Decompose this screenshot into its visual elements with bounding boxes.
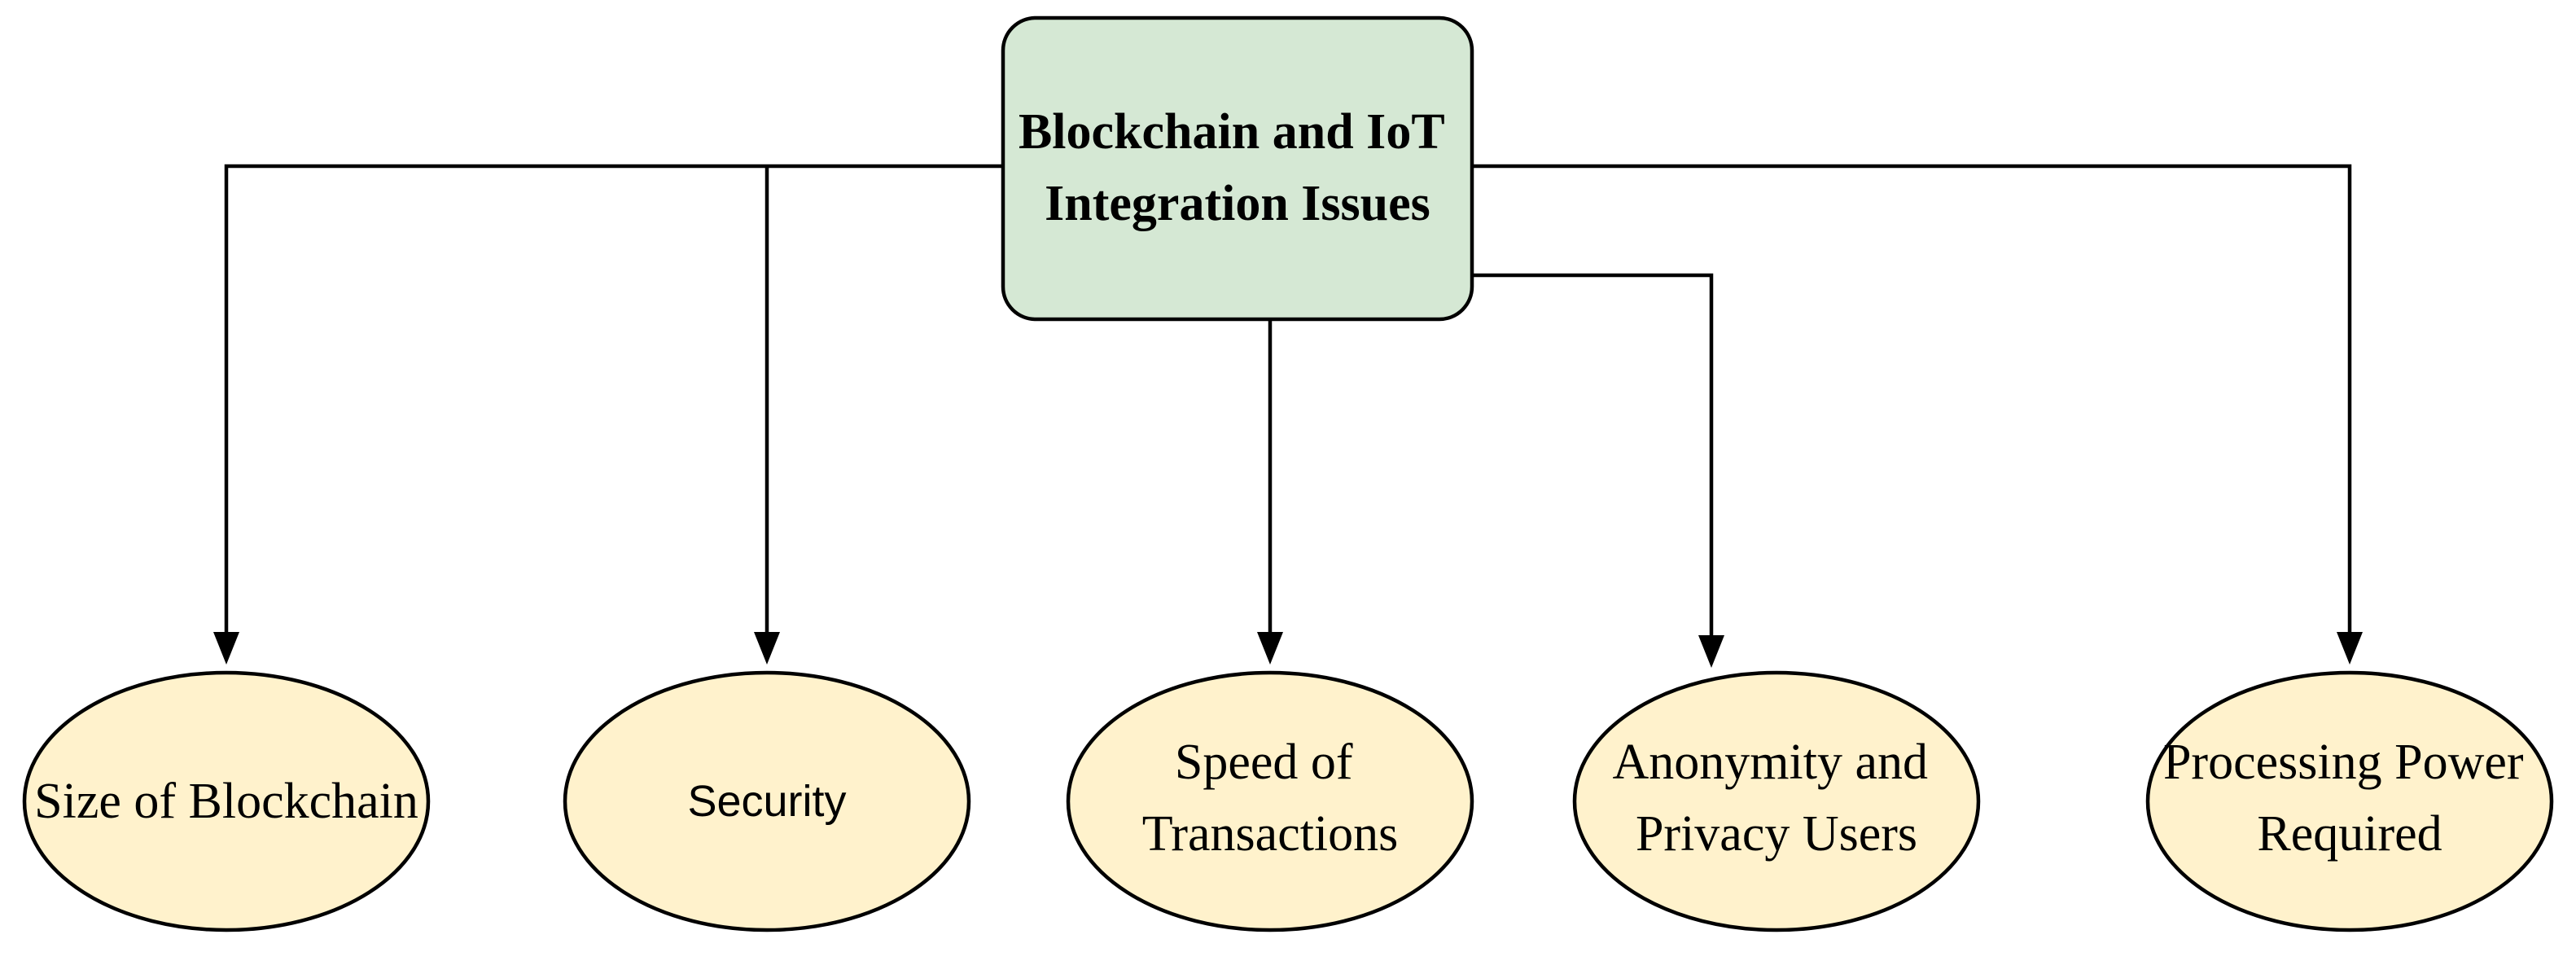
root-node[interactable]: Blockchain and IoT Integration Issues (1001, 15, 1474, 322)
issue-label-anonymity-line-1: Anonymity and (1613, 735, 1928, 790)
issue-label-size-line-1: Size of Blockchain (34, 774, 418, 829)
arrowhead-security (754, 632, 780, 665)
issue-ellipse-security (563, 670, 971, 932)
root-label: Blockchain and IoT Integration Issues (1019, 104, 1457, 231)
issue-node-size[interactable]: Size of Blockchain (22, 670, 431, 932)
issue-label-processing-line-1: Processing Power (2163, 735, 2524, 790)
issue-label-anonymity: Anonymity and Privacy Users (1613, 735, 1941, 862)
arrowhead-processing (2337, 632, 2363, 665)
issue-node-anonymity[interactable]: Anonymity and Privacy Users (1572, 670, 1981, 932)
issue-label-anonymity-line-2: Privacy Users (1636, 806, 1917, 862)
arrowhead-speed (1257, 632, 1283, 665)
issue-label-processing-line-2: Required (2257, 806, 2442, 862)
issue-ellipse-processing (2145, 670, 2554, 932)
issue-node-speed[interactable]: Speed of Transactions (1066, 670, 1474, 932)
issue-ellipse-speed (1066, 670, 1474, 932)
issue-ellipse-size (22, 670, 431, 932)
issue-label-security-line-1: Security (687, 777, 846, 826)
connectors (224, 164, 2352, 652)
issue-label-speed-line-1: Speed of (1175, 735, 1353, 790)
arrowhead-anonymity (1698, 635, 1724, 668)
arrowheads (213, 632, 2363, 668)
issue-label-security: Security (687, 777, 846, 826)
arrowhead-size (213, 632, 239, 665)
issue-label-size: Size of Blockchain (34, 774, 418, 829)
issue-ellipse-anonymity (1572, 670, 1981, 932)
root-label-line-1: Blockchain and IoT (1019, 104, 1444, 160)
issue-label-processing: Processing Power Required (2163, 735, 2536, 862)
issue-node-security[interactable]: Security (563, 670, 971, 932)
issue-node-processing[interactable]: Processing Power Required (2145, 670, 2554, 932)
connector-size (224, 164, 1003, 648)
connector-processing (1472, 164, 2352, 648)
connector-anonymity (1472, 273, 1714, 652)
root-box (1001, 15, 1474, 322)
issue-label-speed-line-2: Transactions (1142, 806, 1399, 862)
root-label-line-2: Integration Issues (1045, 176, 1430, 231)
issue-label-speed: Speed of Transactions (1142, 735, 1399, 862)
